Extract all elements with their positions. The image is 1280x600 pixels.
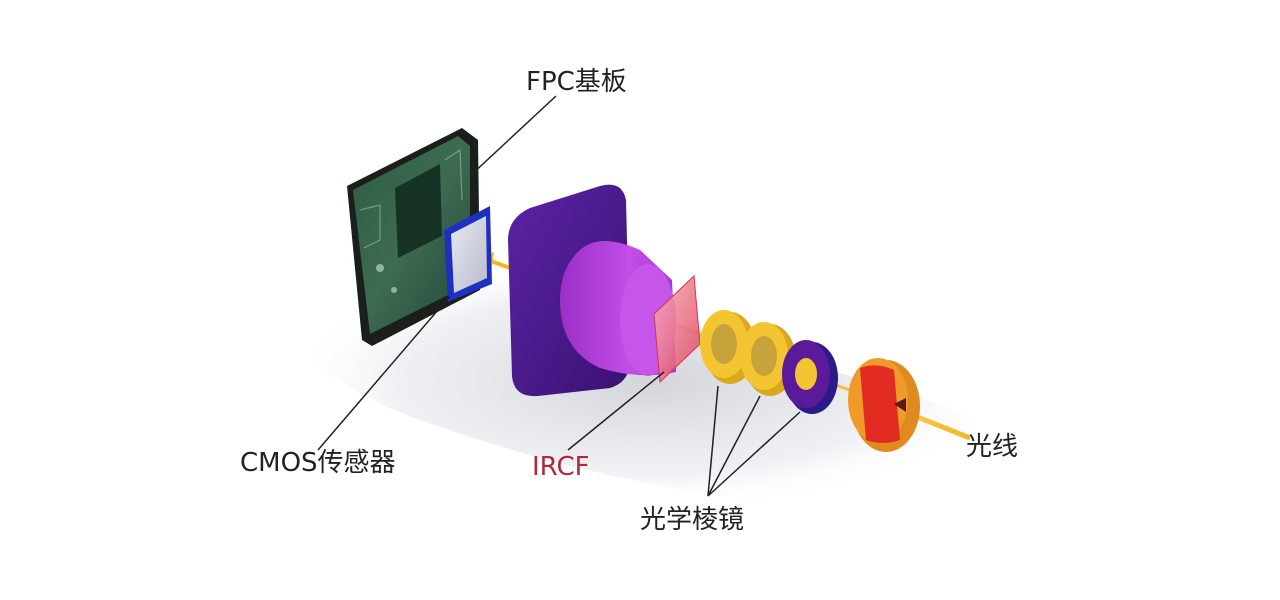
leader-lens-2 [707,395,761,497]
leader-ircf [567,371,665,451]
floor-shadow [286,251,1013,512]
leader-fpc [469,95,557,177]
label-cmos-sensor: CMOS传感器 [240,448,396,478]
leader-lines [317,95,801,497]
label-fpc-board: FPC基板 [526,67,627,97]
leader-lens-1 [707,385,719,497]
lens-element-3 [782,340,838,414]
label-ircf: IRCF [532,452,590,482]
leader-cmos [317,295,451,451]
label-light: 光线 [966,432,1019,462]
lens-element-front [848,358,920,452]
fpc-board [347,128,480,346]
leader-lens-3 [707,411,801,497]
label-optical-lens: 光学棱镜 [640,505,745,535]
cmos-sensor [444,206,492,302]
